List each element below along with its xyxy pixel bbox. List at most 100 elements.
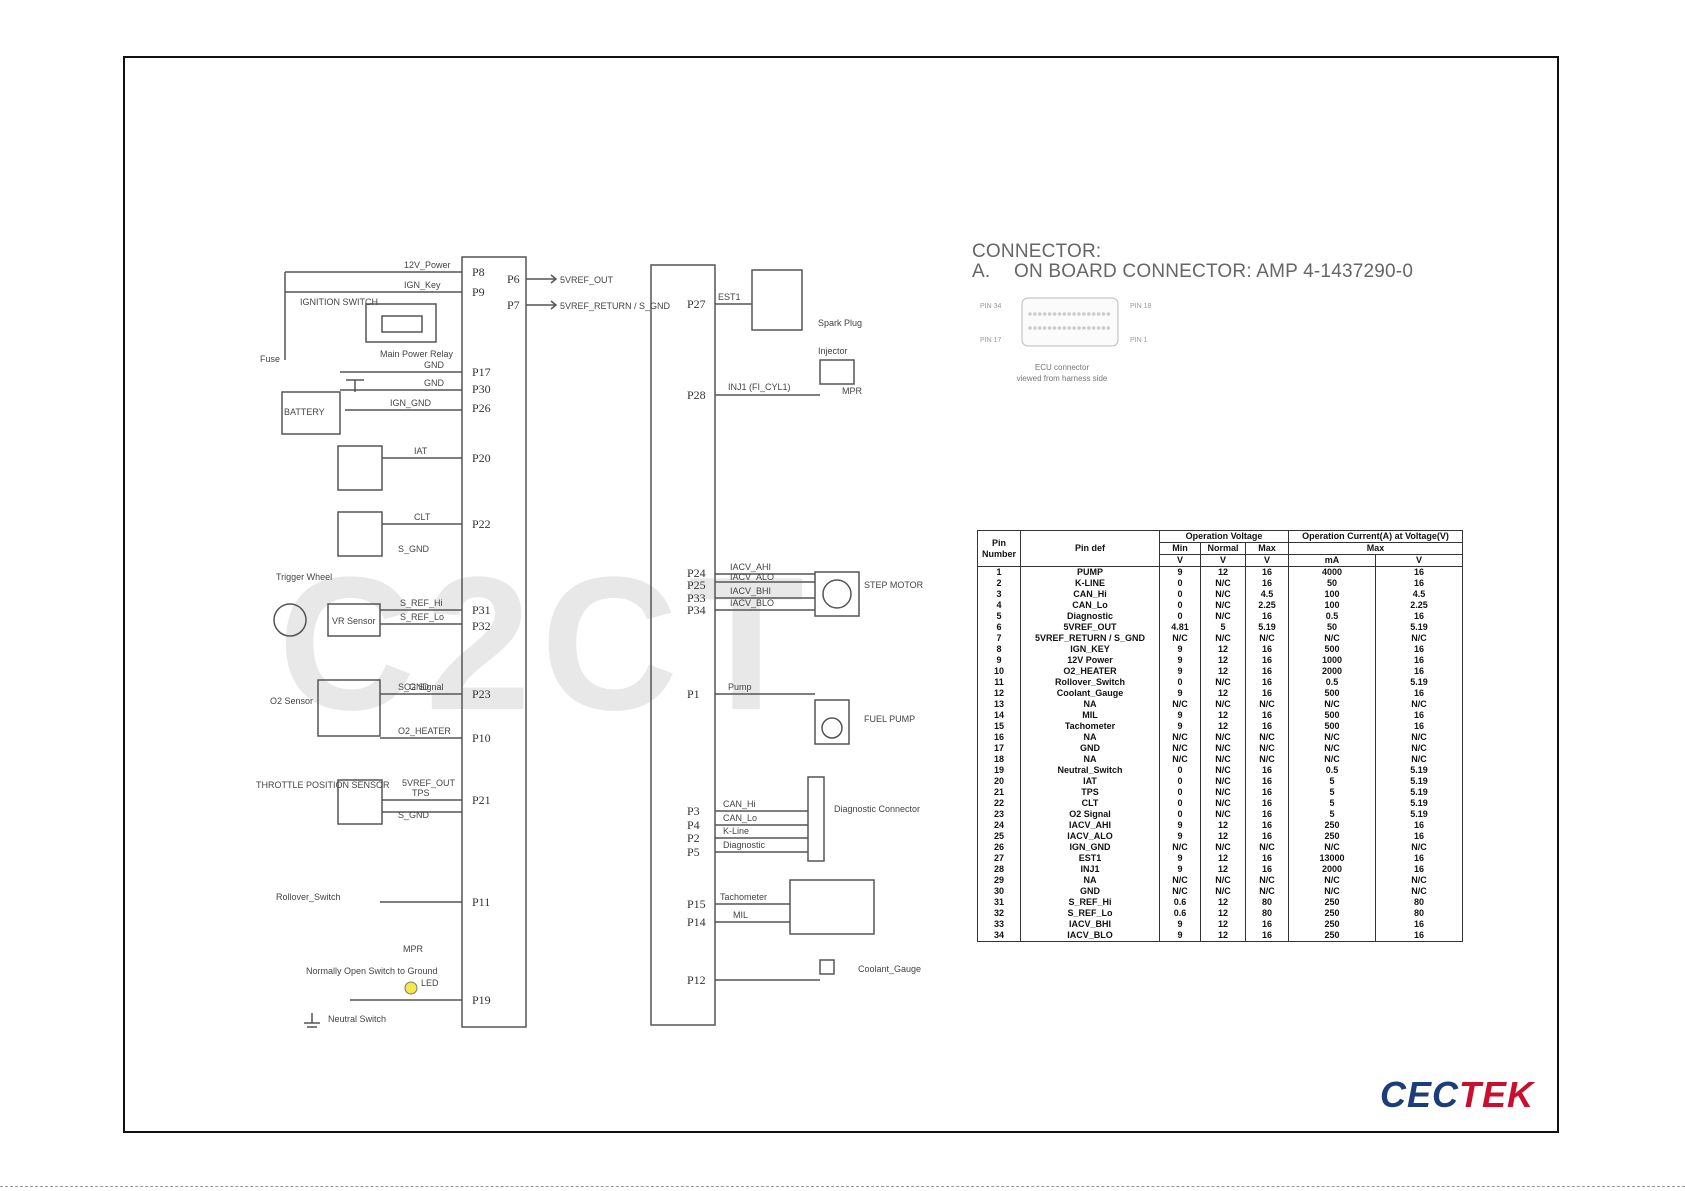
table-cell: N/C	[1375, 875, 1463, 886]
table-cell: 0	[1159, 798, 1201, 809]
right-component-label: Injector	[818, 346, 848, 356]
right-pin-label: P5	[687, 845, 700, 859]
connector-pin	[1101, 326, 1106, 330]
table-cell: 12	[1200, 853, 1246, 864]
table-cell: 2	[977, 578, 1021, 589]
table-cell: 12	[977, 688, 1021, 699]
table-cell: N/C	[1200, 776, 1246, 787]
table-cell: 9	[1159, 655, 1201, 666]
table-cell: 16	[1375, 853, 1463, 864]
table-cell: 7	[977, 633, 1021, 644]
left-signal-label: S_REF_Lo	[400, 612, 444, 622]
left-pin-label: P32	[472, 619, 491, 633]
pin34-label: PIN 34	[980, 303, 1002, 310]
col-pin-number: Pin Number	[977, 530, 1021, 567]
left-pin-label: P31	[472, 603, 491, 617]
table-cell: 30	[977, 886, 1021, 897]
p6-signal-label: 5VREF_OUT	[560, 275, 614, 285]
table-cell: 5VREF_OUT	[1020, 622, 1160, 633]
table-cell: 2.25	[1245, 600, 1289, 611]
table-cell: 24	[977, 820, 1021, 831]
table-cell: N/C	[1159, 842, 1201, 853]
table-cell: 0	[1159, 578, 1201, 589]
right-signal-label: K-Line	[723, 826, 749, 836]
table-cell: 16	[1375, 864, 1463, 875]
table-cell: N/C	[1200, 589, 1246, 600]
table-cell: 80	[1245, 897, 1289, 908]
left-signal-label: S_REF_Hi	[400, 598, 443, 608]
table-cell: 9	[1159, 666, 1201, 677]
table-cell: K-LINE	[1020, 578, 1160, 589]
table-cell: 9	[1159, 820, 1201, 831]
table-cell: 9	[1159, 831, 1201, 842]
table-cell: 2.25	[1375, 600, 1463, 611]
connector-pin	[1087, 312, 1091, 316]
right-pin-label: P34	[687, 603, 706, 617]
connector-item-letter: A.	[972, 261, 991, 282]
table-cell: Neutral_Switch	[1020, 765, 1160, 776]
connector-pin	[1047, 312, 1052, 316]
connector-caption-line1: ECU connector	[1034, 363, 1090, 372]
table-cell: 12	[1200, 655, 1246, 666]
table-cell: 0.6	[1159, 897, 1201, 908]
table-cell: 16	[1245, 721, 1289, 732]
left-signal-label: O2 Signal	[404, 682, 444, 692]
led-indicator	[404, 981, 418, 995]
table-cell: 6	[977, 622, 1021, 633]
table-cell: 16	[1245, 644, 1289, 655]
left-component-label: BATTERY	[284, 407, 325, 417]
table-cell: NA	[1020, 875, 1160, 886]
table-cell: N/C	[1375, 886, 1463, 897]
ignition-coil	[751, 269, 803, 331]
trigger-wheel	[273, 603, 307, 637]
ecu-module-left	[461, 256, 527, 1028]
table-cell: 5	[1200, 622, 1246, 633]
table-cell: 16	[1245, 710, 1289, 721]
connector-pin	[1106, 312, 1111, 316]
table-cell: 50	[1288, 578, 1376, 589]
table-cell: 16	[1245, 765, 1289, 776]
table-cell: N/C	[1159, 875, 1201, 886]
connector-pin	[1052, 326, 1057, 330]
table-cell: EST1	[1020, 853, 1160, 864]
table-cell: 9	[1159, 566, 1201, 578]
table-cell: 16	[1245, 578, 1289, 589]
table-cell: 16	[1245, 611, 1289, 622]
left-component-label: VR Sensor	[332, 616, 376, 626]
connector-pin	[1091, 312, 1096, 316]
right-pin-label: P12	[687, 973, 706, 987]
col-operation-voltage: Operation Voltage	[1159, 530, 1289, 543]
table-cell: Rollover_Switch	[1020, 677, 1160, 688]
right-pin-label: P24	[687, 566, 706, 580]
right-pin-label: P4	[687, 818, 700, 832]
connector-pin	[1096, 326, 1101, 330]
table-cell: 12	[1200, 864, 1246, 875]
table-cell: 0	[1159, 809, 1201, 820]
table-cell: N/C	[1245, 886, 1289, 897]
table-cell: N/C	[1200, 787, 1246, 798]
table-cell: 16	[977, 732, 1021, 743]
right-signal-label: Pump	[728, 682, 752, 692]
table-cell: IACV_ALO	[1020, 831, 1160, 842]
table-cell: 4	[977, 600, 1021, 611]
col-pin-def: Pin def	[1020, 530, 1160, 567]
unit-v-normal: V	[1200, 554, 1246, 567]
table-cell: 12	[1200, 710, 1246, 721]
table-cell: 500	[1288, 644, 1376, 655]
right-component-label: Diagnostic Connector	[834, 804, 920, 814]
table-cell: N/C	[1159, 633, 1201, 644]
table-cell: 16	[1245, 820, 1289, 831]
table-cell: 16	[1375, 666, 1463, 677]
table-cell: 16	[1375, 644, 1463, 655]
